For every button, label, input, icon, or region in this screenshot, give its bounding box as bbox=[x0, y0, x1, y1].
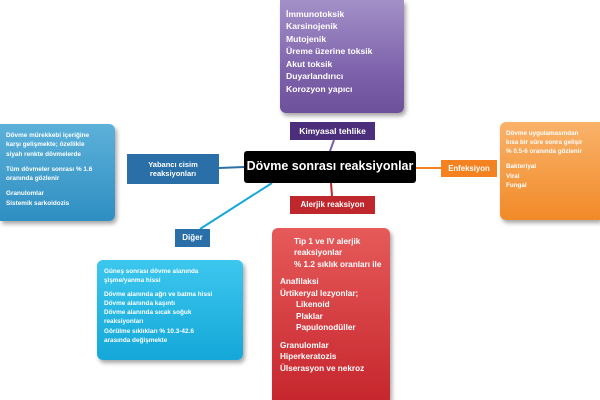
foreign-body-label-line: Yabancı cisim bbox=[148, 159, 198, 169]
other-text: arasında değişmekte bbox=[104, 336, 168, 344]
allergic-item: Anafilaksi bbox=[280, 277, 319, 287]
allergic-heading: % 1.2 sıklık oranları ile bbox=[294, 259, 382, 269]
chemical-item: Üreme üzerine toksik bbox=[286, 46, 373, 57]
other-text: Dövme alanında ağrı ve batma hissi bbox=[104, 290, 213, 298]
other-text: Dövme alanında kaşıntı bbox=[104, 299, 176, 307]
other-card: Güneş sonrası dövme alanında şişme/yanma… bbox=[97, 260, 243, 360]
foreign-body-label: Yabancı cisim reaksiyonları bbox=[127, 154, 219, 184]
chemical-item: Mutojenik bbox=[286, 33, 327, 44]
foreign-body-card: Dövme mürekkebi içeriğine karşı gelişmek… bbox=[0, 124, 115, 221]
infection-card: Dövme uygulamasından kısa bir süre sonra… bbox=[500, 122, 600, 220]
foreign-body-text: Sistemik sarkoidozis bbox=[6, 199, 70, 207]
connector-left bbox=[218, 166, 245, 169]
chemical-item: Karsinojenik bbox=[286, 21, 338, 32]
foreign-body-label-line: reaksiyonları bbox=[149, 169, 197, 178]
other-text: reaksiyonları bbox=[104, 318, 144, 326]
allergic-subitem: Papulonodüller bbox=[296, 323, 356, 333]
other-text: şişme/yanma hissi bbox=[104, 277, 161, 285]
allergic-subitem: Likenoid bbox=[296, 300, 330, 310]
chemical-item: İmmunotoksik bbox=[286, 9, 345, 19]
other-label: Diğer bbox=[175, 229, 210, 247]
central-topic: Dövme sonrası reaksiyonlar bbox=[244, 151, 416, 183]
infection-type: Viral bbox=[506, 172, 520, 180]
infection-text: Dövme uygulamasından bbox=[506, 130, 579, 137]
allergic-item: Ülserasyon ve nekroz bbox=[280, 363, 365, 373]
chemical-hazards-card: İmmunotoksik Karsinojenik Mutojenik Ürem… bbox=[280, 0, 404, 113]
infection-type: Fungal bbox=[506, 181, 527, 189]
infection-text: kısa bir süre sonra gelişir bbox=[506, 139, 583, 147]
foreign-body-text: Tüm dövmeler sonrası % 1.6 bbox=[6, 165, 93, 173]
foreign-body-text: oranında gözlenir bbox=[6, 175, 60, 183]
chemical-item: Akut toksik bbox=[286, 58, 333, 69]
infection-type: Bakteriyal bbox=[506, 163, 537, 171]
chemical-item: Duyarlandırıcı bbox=[286, 71, 344, 82]
foreign-body-text: siyah renkte dövmelerde bbox=[6, 150, 81, 158]
allergic-heading: reaksiyonlar bbox=[294, 248, 343, 258]
other-text: Görülme sıklıkları % 10.3-42.6 bbox=[104, 327, 194, 335]
allergic-item: Ürtikeryal lezyonlar; bbox=[280, 288, 359, 298]
allergic-item: Granulomlar bbox=[280, 340, 329, 350]
foreign-body-text: Dövme mürekkebi içeriğine bbox=[6, 132, 90, 139]
infection-text: % 0.5-6 oranında gözlenir bbox=[506, 148, 582, 156]
connector-top bbox=[329, 139, 335, 152]
foreign-body-text: karşı gelişmekte; özellikle bbox=[6, 141, 85, 149]
foreign-body-text: Granulomlar bbox=[6, 190, 44, 198]
infection-label: Enfeksiyon bbox=[441, 160, 497, 177]
chemical-item: Korozyon yapıcı bbox=[286, 83, 353, 94]
allergic-item: Hiperkeratozis bbox=[280, 352, 337, 362]
other-text: Güneş sonrası dövme alanında bbox=[104, 268, 199, 275]
allergic-reaction-card: Tip 1 ve IV alerjik reaksiyonlar % 1.2 s… bbox=[272, 228, 390, 400]
other-text: Dövme alanında sıcak soğuk bbox=[104, 309, 192, 317]
connector-bottom bbox=[330, 182, 333, 197]
allergic-reaction-label: Alerjik reaksiyon bbox=[290, 196, 375, 214]
connector-diagonal bbox=[199, 182, 273, 230]
chemical-hazard-label: Kimyasal tehlike bbox=[290, 122, 375, 140]
allergic-subitem: Plaklar bbox=[296, 311, 323, 321]
allergic-heading: Tip 1 ve IV alerjik bbox=[294, 237, 361, 246]
